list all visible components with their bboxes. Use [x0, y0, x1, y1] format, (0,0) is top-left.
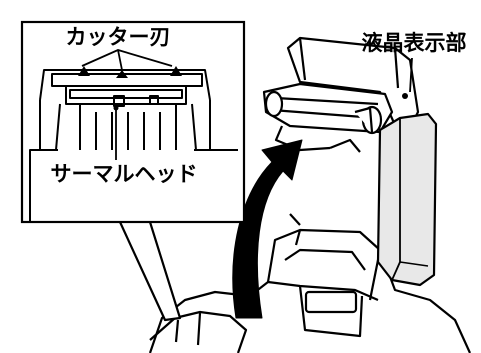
open-arrow — [232, 139, 303, 319]
open-cover — [262, 36, 420, 153]
display-label: 液晶表示部 — [362, 31, 467, 55]
display-panel — [376, 93, 438, 287]
cutter-label: カッター刃 — [66, 25, 171, 49]
thermal-head-label: サーマルヘッド — [51, 162, 198, 186]
inset-callout — [20, 20, 246, 322]
printer-body — [148, 213, 472, 353]
display-leader — [409, 57, 413, 93]
